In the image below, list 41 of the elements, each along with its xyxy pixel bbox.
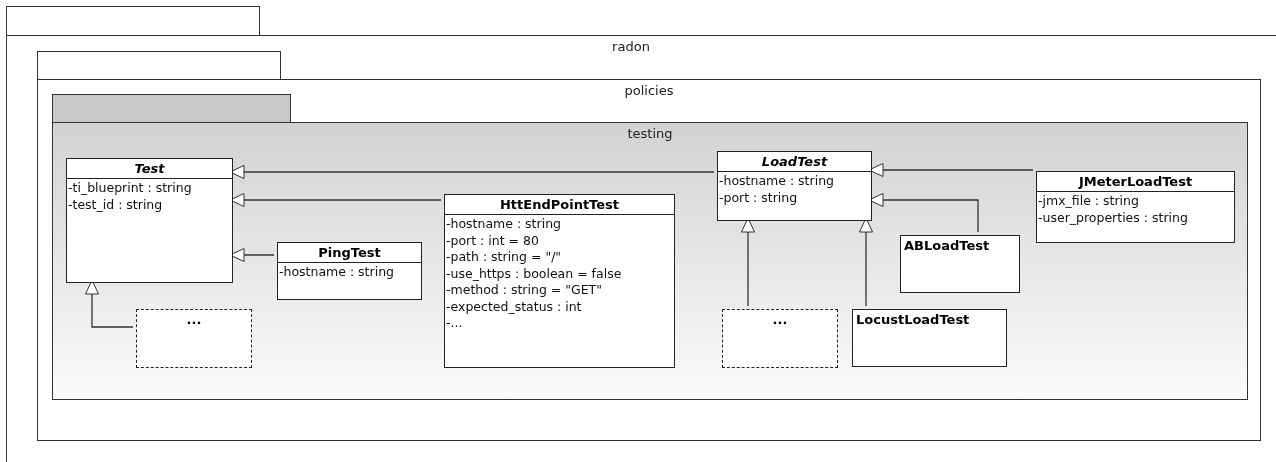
attribute-text: -expected_status : int [445, 298, 583, 315]
class-name: LoadTest [718, 152, 871, 172]
package [37, 79, 1261, 441]
class-box [66, 158, 233, 283]
attribute-text: -user_properties : string [1037, 209, 1189, 226]
class-name: LocustLoadTest [855, 311, 971, 329]
class-box [717, 151, 872, 221]
package-name: testing [626, 126, 674, 141]
attribute-text: -... [445, 315, 464, 332]
class-name: HttEndPointTest [445, 195, 674, 215]
attribute-text: -port : int = 80 [445, 232, 540, 249]
attribute-text: -port : string [718, 189, 799, 206]
package-name: policies [623, 83, 675, 98]
package [52, 122, 1248, 400]
class-name: ... [771, 311, 789, 329]
attribute-text: -test_id : string [67, 196, 164, 213]
attribute-text: -hostname : string [445, 216, 562, 233]
attribute-text: -path : string = "/" [445, 249, 563, 266]
package-tab [52, 94, 291, 123]
package [6, 35, 1276, 462]
attribute-text: -ti_blueprint : string [67, 180, 193, 197]
class-box [852, 309, 1007, 367]
package-tab [6, 6, 260, 36]
attribute-text: -hostname : string [718, 173, 835, 190]
class-box [1036, 171, 1235, 243]
class-box [900, 235, 1020, 293]
package-name: radon [611, 39, 651, 54]
attribute-text: -method : string = "GET" [445, 282, 603, 299]
class-name: PingTest [278, 243, 421, 263]
class-name: JMeterLoadTest [1037, 172, 1234, 192]
class-name: Test [67, 159, 232, 179]
attribute-text: -jmx_file : string [1037, 193, 1140, 210]
attribute-text: -use_https : boolean = false [445, 265, 623, 282]
class-name: ABLoadTest [903, 237, 991, 255]
placeholder-class-box [136, 309, 252, 368]
package-tab [37, 51, 281, 80]
class-name: ... [185, 311, 203, 329]
class-box [277, 242, 422, 300]
class-box [444, 194, 675, 368]
attribute-text: -hostname : string [278, 264, 395, 281]
placeholder-class-box [722, 309, 838, 368]
